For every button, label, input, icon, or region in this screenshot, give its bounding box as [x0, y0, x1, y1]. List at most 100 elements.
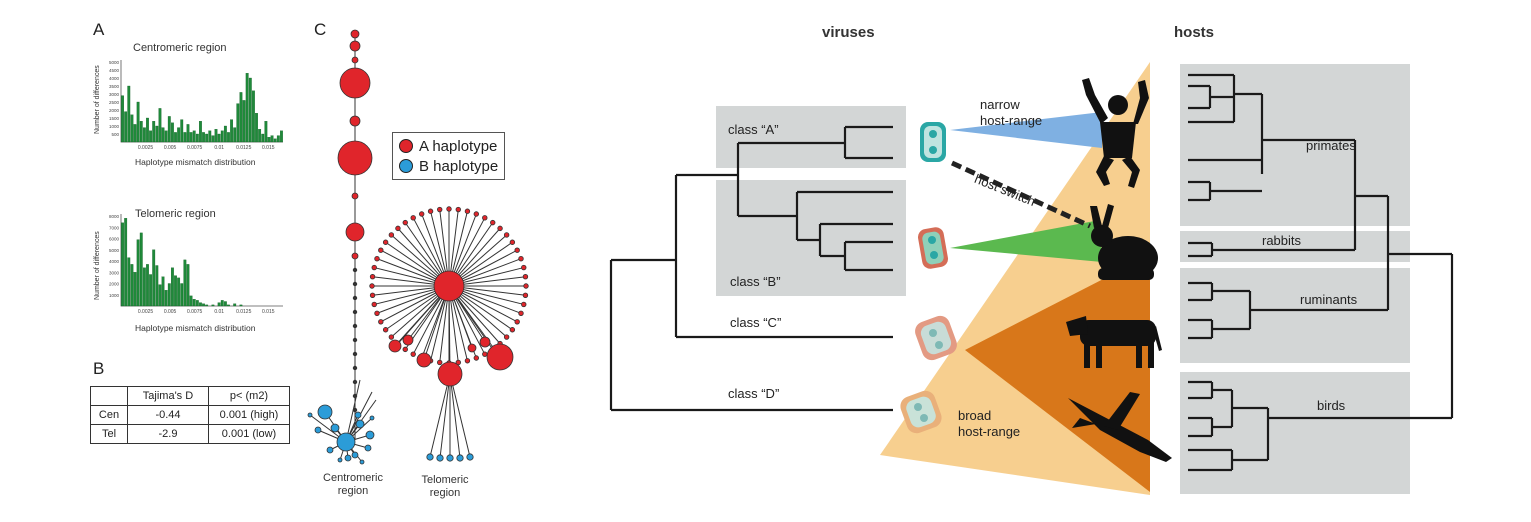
hist-bar: [130, 264, 134, 307]
haplotype-b-node: [352, 379, 358, 385]
panel-a-letter: A: [93, 20, 105, 39]
hist-bar: [149, 130, 153, 143]
hist-bar: [220, 130, 224, 143]
tajima-table: Tajima's D p< (m2) Cen -0.44 0.001 (high…: [90, 386, 290, 444]
hist-bar: [217, 302, 221, 307]
hist-ytick: 1000: [109, 293, 120, 298]
hist-bar: [183, 132, 187, 143]
panel-b-letter: B: [93, 359, 105, 378]
haplotype-a-node: [416, 352, 432, 368]
ruminants-box: [1180, 268, 1410, 363]
haplotype-b-node: [446, 454, 454, 462]
hist-bar: [192, 299, 196, 307]
network-edge: [345, 379, 361, 443]
hist-bar: [202, 303, 205, 307]
hist-bar: [177, 127, 181, 143]
hist-bar: [136, 101, 140, 143]
hist-xtick: 0.0125: [236, 309, 252, 315]
hist-ytick: 6000: [109, 237, 120, 242]
network-edge: [449, 373, 471, 458]
hist-xtick: 0.0075: [187, 145, 203, 151]
narrow-line-2: host-range: [980, 113, 1043, 128]
hist-ytick: 5000: [109, 60, 120, 65]
red-dot-icon: [399, 139, 413, 153]
haplotype-a-node: [339, 67, 371, 99]
hist-bar: [264, 121, 268, 143]
hist-xtick: 0.015: [262, 145, 275, 151]
cow-silhouette-icon: [1066, 316, 1162, 368]
haplotype-a-node: [351, 192, 359, 200]
telomeric-label-text: Telomeric region: [421, 474, 469, 499]
haplotype-a-node: [522, 274, 529, 280]
hist-bar: [230, 119, 234, 143]
hist-bar: [233, 127, 237, 143]
hist-bar: [223, 125, 227, 143]
hist-ytick: 3000: [109, 92, 120, 97]
hist-bar: [189, 132, 193, 143]
narrow-line-1: narrow: [980, 97, 1020, 112]
haplotype-a-node: [518, 255, 524, 262]
bird-silhouette-icon: [1068, 392, 1172, 462]
haplotype-a-node: [395, 225, 401, 232]
hist-ytick: 4000: [109, 259, 120, 264]
hist-bar: [174, 132, 177, 143]
haplotype-a-node: [371, 264, 377, 271]
hist-bar: [127, 257, 131, 307]
human-silhouette-icon: [1082, 78, 1149, 188]
table-cell: 0.001 (low): [208, 424, 290, 444]
legend-label: A haplotype: [419, 137, 498, 155]
hist-bar: [167, 116, 171, 143]
haplotype-b-node: [436, 454, 444, 462]
centromeric-hist-plot: 5000450040003500300025002000150010005000…: [109, 60, 283, 151]
hist-bar: [223, 301, 227, 307]
haplotype-b-node: [352, 407, 358, 413]
table-row: Tel -2.9 0.001 (low): [90, 424, 290, 444]
hist-bar: [217, 133, 221, 143]
haplotype-b-node: [352, 309, 358, 315]
hist-bar: [180, 283, 184, 307]
hist-bar: [158, 108, 162, 143]
hist-xtick: 0.0125: [236, 145, 252, 151]
haplotype-b-node: [364, 444, 372, 452]
haplotype-b-node: [369, 415, 375, 421]
haplotype-b-node: [352, 295, 358, 301]
haplotype-b-node: [352, 393, 358, 399]
hist-bar: [174, 275, 177, 307]
telomeric-hist-title: Telomeric region: [135, 208, 216, 220]
hist-ytick: 2500: [109, 100, 120, 105]
class-d-label: class “D”: [728, 386, 780, 401]
haplotype-a-node: [378, 247, 384, 253]
hist-ytick: 1000: [109, 124, 120, 129]
haplotype-a-node: [369, 292, 376, 298]
hist-xtick: 0.005: [164, 145, 177, 151]
hist-bar: [142, 127, 146, 143]
hist-xtick: 0.01: [214, 309, 224, 315]
haplotype-b-node: [314, 426, 322, 434]
hist-xtick: 0.015: [262, 309, 275, 315]
hist-bar: [124, 111, 128, 143]
hist-bar: [189, 295, 193, 307]
hist-bar: [164, 290, 168, 307]
hist-bar: [170, 267, 174, 307]
hist-bar: [245, 73, 249, 143]
hist-bar: [177, 277, 181, 307]
rabbits-box: [1180, 231, 1410, 262]
hist-bar: [214, 129, 218, 143]
hist-bar: [139, 232, 143, 307]
hist-bar: [202, 132, 205, 143]
class-c-label: class “C”: [730, 315, 782, 330]
hist-ytick: 2000: [109, 108, 120, 113]
haplotype-a-node: [522, 292, 529, 298]
hist-bar: [239, 304, 243, 307]
network-edge: [449, 373, 461, 459]
birds-box: [1180, 372, 1410, 494]
narrow-host-range-wedge: [950, 112, 1102, 148]
hist-bar: [136, 239, 140, 307]
haplotype-a-node: [369, 283, 375, 289]
hist-bar: [152, 121, 156, 143]
haplotype-a-node: [388, 339, 402, 353]
table-cell: Tel: [90, 424, 128, 444]
haplotype-a-node: [464, 208, 471, 214]
